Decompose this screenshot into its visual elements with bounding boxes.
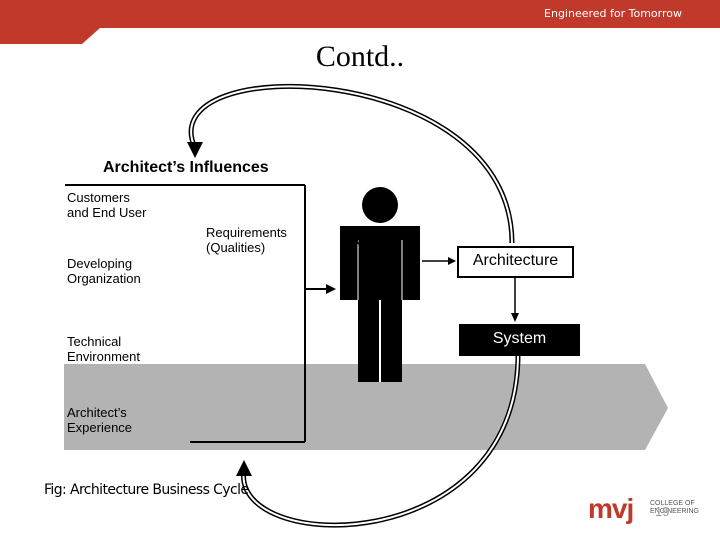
logo-text: COLLEGE OF ENGINEERING <box>650 500 700 515</box>
header-band <box>0 0 720 44</box>
influence-architect-experience: Architect’s Experience <box>67 405 133 435</box>
influence-customers: Customers and End User <box>67 190 147 220</box>
college-logo: mvj COLLEGE OF ENGINEERING <box>588 494 708 528</box>
influences-title: Architect’s Influences <box>103 159 269 176</box>
slide-title: Contd.. <box>315 40 405 73</box>
architect-label: Architect <box>341 232 400 249</box>
system-box: System <box>459 324 580 356</box>
header-tagline: Engineered for Tomorrow <box>544 7 682 20</box>
page-number: 19 <box>655 504 670 519</box>
architecture-box: Architecture <box>457 246 574 278</box>
influence-developing-org: Developing Organization <box>67 256 141 286</box>
influence-technical-env: Technical Environment <box>67 334 140 364</box>
figure-caption: Fig: Architecture Business Cycle <box>44 482 249 498</box>
requirements-label: Requirements (Qualities) <box>206 225 287 255</box>
architect-figure-icon <box>340 187 420 382</box>
logo-mark: mvj <box>588 493 634 524</box>
